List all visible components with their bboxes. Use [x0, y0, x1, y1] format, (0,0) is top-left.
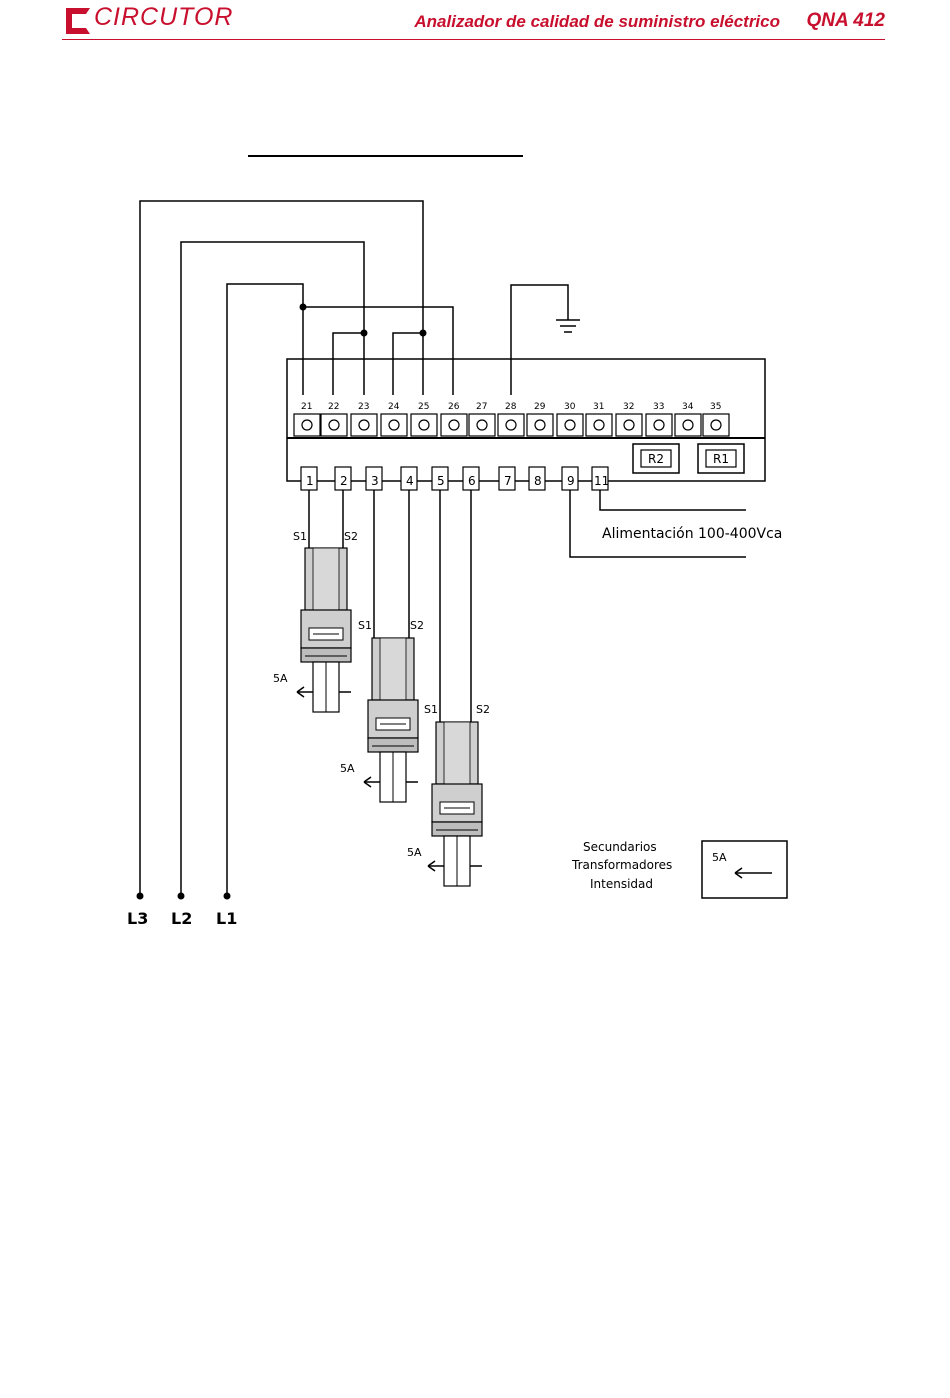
terminal-30-number: 30	[564, 402, 576, 412]
relay-r2-label: R2	[648, 452, 664, 466]
ct-1-s1-label: S1	[293, 530, 307, 543]
terminal-6-number: 6	[468, 474, 476, 488]
ct-1-s2-label: S2	[344, 530, 358, 543]
terminal-27-number: 27	[476, 402, 487, 412]
terminal-27	[469, 414, 495, 436]
terminal-34-number: 34	[682, 402, 694, 412]
legend-box	[702, 841, 787, 898]
ct-3-s2-label: S2	[476, 703, 490, 716]
terminal-block	[287, 359, 765, 481]
wire-24	[393, 333, 423, 395]
terminal-1-number: 1	[306, 474, 314, 488]
phase-label-l3: L3	[127, 909, 148, 928]
terminal-25-screw	[419, 420, 429, 430]
terminal-33	[646, 414, 672, 436]
ct-1-secondary-label: 5A	[273, 672, 288, 685]
terminal-31-number: 31	[593, 402, 604, 412]
current-transformer-1	[297, 548, 351, 712]
terminal-35	[703, 414, 729, 436]
legend-line-1: Secundarios	[583, 840, 657, 854]
terminal-22	[321, 414, 347, 436]
supply-wire-11	[600, 490, 746, 510]
ct-3-secondary-label: 5A	[407, 846, 422, 859]
terminal-23-number: 23	[358, 402, 369, 412]
supply-wire-9	[570, 490, 746, 557]
terminal-32	[616, 414, 642, 436]
legend-line-2: Transformadores	[571, 858, 672, 872]
terminal-3-number: 3	[371, 474, 379, 488]
wire-22	[333, 333, 364, 395]
terminal-9-number: 9	[567, 474, 575, 488]
earth-wire	[511, 285, 568, 395]
terminal-24-screw	[389, 420, 399, 430]
terminal-4-number: 4	[406, 474, 414, 488]
terminal-21-screw	[302, 420, 312, 430]
terminal-34	[675, 414, 701, 436]
terminal-32-screw	[624, 420, 634, 430]
terminal-2-number: 2	[340, 474, 348, 488]
terminal-27-screw	[477, 420, 487, 430]
terminal-31	[586, 414, 612, 436]
legend-box-label: 5A	[712, 851, 727, 864]
terminal-23	[351, 414, 377, 436]
ct-2-s1-label: S1	[358, 619, 372, 632]
terminal-30-screw	[565, 420, 575, 430]
terminal-28-number: 28	[505, 402, 517, 412]
terminal-22-screw	[329, 420, 339, 430]
terminal-29	[527, 414, 553, 436]
terminal-26-number: 26	[448, 402, 460, 412]
terminal-24-number: 24	[388, 402, 400, 412]
terminal-28	[498, 414, 524, 436]
phase-label-l2: L2	[171, 909, 192, 928]
ct-2-secondary-label: 5A	[340, 762, 355, 775]
terminal-22-number: 22	[328, 402, 339, 412]
ct-2-s2-label: S2	[410, 619, 424, 632]
terminal-25-number: 25	[418, 402, 429, 412]
legend: Secundarios Transformadores Intensidad 5…	[571, 840, 787, 898]
terminal-34-screw	[683, 420, 693, 430]
power-supply-label: Alimentación 100-400Vca	[602, 526, 782, 542]
relay-r1-label: R1	[713, 452, 729, 466]
terminal-25	[411, 414, 437, 436]
terminal-31-screw	[594, 420, 604, 430]
wire-l1	[227, 284, 303, 893]
terminal-24	[381, 414, 407, 436]
wire-26	[303, 307, 453, 395]
legend-line-3: Intensidad	[590, 877, 653, 891]
terminal-21-number: 21	[301, 402, 312, 412]
ct-3-s1-label: S1	[424, 703, 438, 716]
terminal-30	[557, 414, 583, 436]
terminal-21	[294, 414, 320, 436]
terminal-29-screw	[535, 420, 545, 430]
terminal-33-number: 33	[653, 402, 664, 412]
terminal-28-screw	[506, 420, 516, 430]
terminal-26-screw	[449, 420, 459, 430]
terminal-7-number: 7	[504, 474, 512, 488]
terminal-23-screw	[359, 420, 369, 430]
terminal-26	[441, 414, 467, 436]
terminal-11-number: 11	[594, 474, 609, 488]
terminal-33-screw	[654, 420, 664, 430]
terminal-8-number: 8	[534, 474, 542, 488]
terminal-5-number: 5	[437, 474, 445, 488]
terminal-32-number: 32	[623, 402, 634, 412]
phase-label-l1: L1	[216, 909, 237, 928]
terminal-29-number: 29	[534, 402, 546, 412]
current-transformer-3	[428, 722, 482, 886]
terminal-35-screw	[711, 420, 721, 430]
terminal-35-number: 35	[710, 402, 721, 412]
current-transformer-2	[364, 638, 418, 802]
